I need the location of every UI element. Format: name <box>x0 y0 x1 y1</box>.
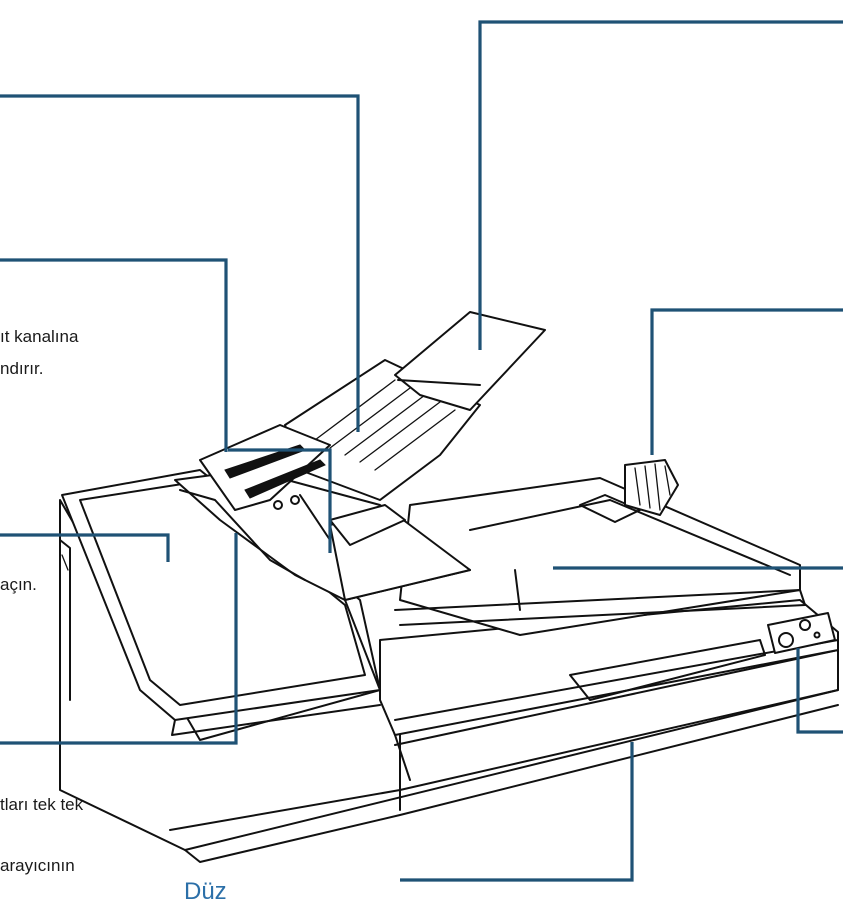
leader-lines <box>0 20 843 882</box>
front-strip <box>379 599 839 736</box>
leader-adf-cover <box>0 533 170 562</box>
label-side-guides-line1: ıt kanalına <box>0 327 79 346</box>
leader-adf-chute <box>0 94 360 432</box>
leader-flatbed <box>400 742 634 882</box>
label-pick-roller-line2: arayıcının <box>0 856 75 875</box>
label-pick-roller-line1: tları tek tek <box>0 795 84 814</box>
leader-side-guides-b <box>228 448 332 553</box>
leader-pick-roller <box>0 533 238 745</box>
adf-paper-chute <box>284 311 546 501</box>
leader-stacker-stopper <box>650 308 843 455</box>
label-side-guides-line2: ndırır. <box>0 359 44 378</box>
leader-adf-extension <box>478 20 843 350</box>
leader-side-guides <box>0 258 228 452</box>
stacker-stopper <box>624 459 679 516</box>
stacker-tray <box>394 477 806 636</box>
label-flatbed-title: Düz <box>184 878 227 905</box>
label-adf-cover: açın. <box>0 575 37 594</box>
leader-operator-panel <box>796 648 843 734</box>
